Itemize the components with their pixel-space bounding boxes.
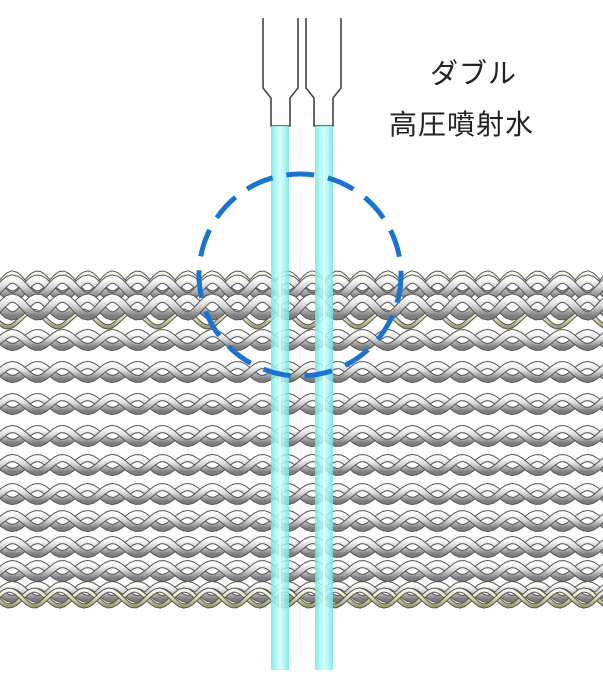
water-jet-group xyxy=(271,126,333,670)
nonwoven-fabric xyxy=(0,270,603,609)
nozzle-group xyxy=(262,18,342,127)
label-line-1: ダブル xyxy=(430,57,518,90)
fiber-strand xyxy=(0,483,603,505)
fiber-strand xyxy=(0,536,603,558)
focus-circle xyxy=(196,171,404,379)
fiber-strand xyxy=(0,454,603,476)
fiber-strand xyxy=(0,361,603,383)
label-line-2: 高圧噴射水 xyxy=(389,108,535,141)
fiber-strand xyxy=(0,294,603,320)
left-nozzle xyxy=(262,18,299,127)
cream-fiber xyxy=(0,588,603,608)
fiber-strand xyxy=(0,425,603,447)
right-nozzle xyxy=(305,18,342,127)
fiber-strand xyxy=(0,560,603,582)
cream-fiber xyxy=(0,588,603,608)
fiber-strand xyxy=(0,510,603,532)
fiber-strand xyxy=(0,329,603,351)
fiber-strand xyxy=(0,393,603,415)
